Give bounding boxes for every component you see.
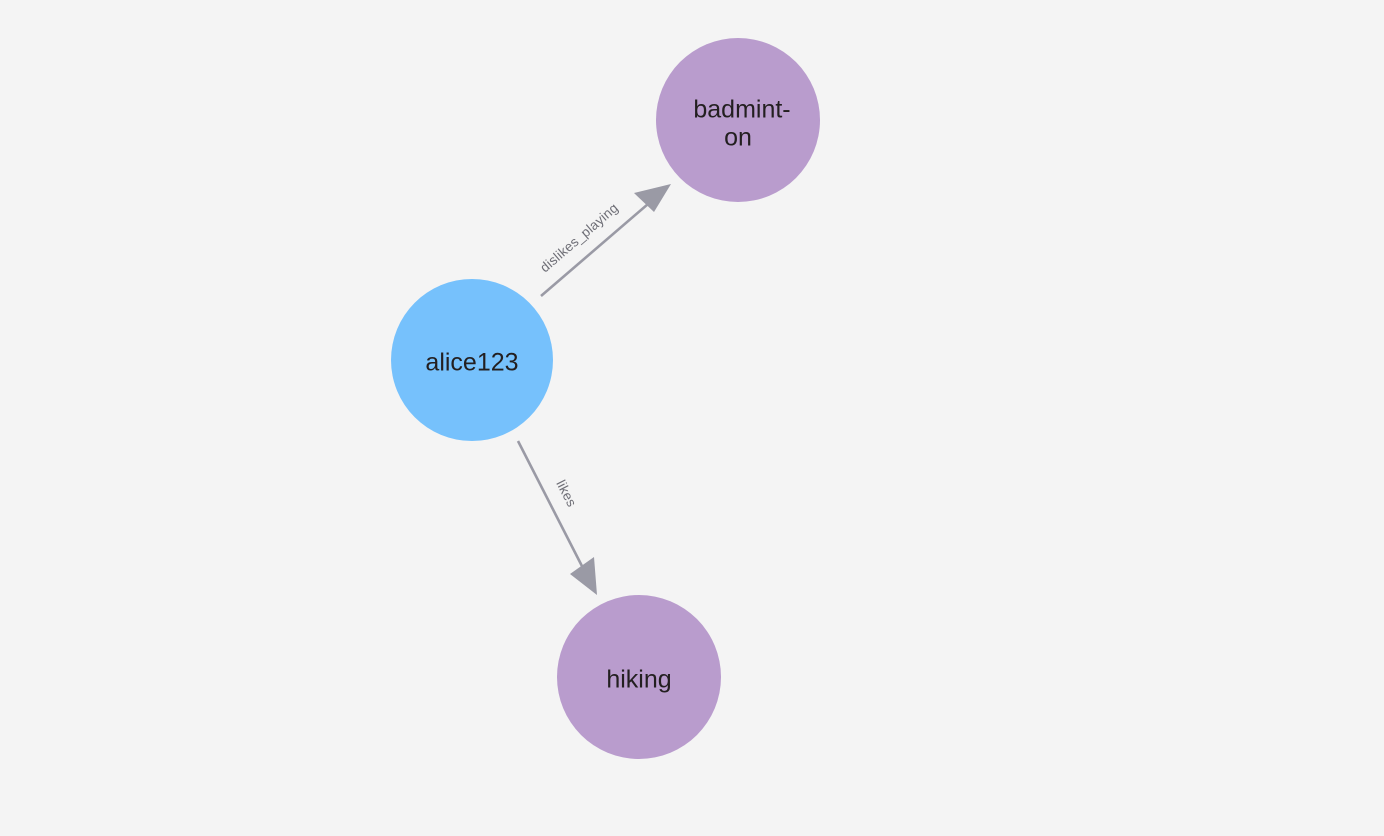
edge-alice123-badminton[interactable]: dislikes_playing — [537, 184, 671, 297]
node-label-alice123: alice123 — [425, 349, 518, 377]
node-label-badminton-line2: on — [724, 124, 752, 152]
edge-line-likes — [516, 440, 587, 573]
node-alice123[interactable]: alice123 — [391, 279, 553, 441]
node-circle-hiking[interactable] — [557, 595, 721, 759]
arrowhead-icon — [570, 557, 597, 595]
edge-line-dislikes-playing — [540, 197, 656, 297]
arrowhead-icon — [634, 184, 671, 212]
node-label-badminton-line1: badmint- — [693, 96, 790, 124]
edge-label-likes: likes — [553, 478, 579, 510]
node-label-hiking: hiking — [606, 666, 671, 694]
node-circle-alice123[interactable] — [391, 279, 553, 441]
node-circle-badminton[interactable] — [656, 38, 820, 202]
node-hiking[interactable]: hiking — [557, 595, 721, 759]
edge-alice123-hiking[interactable]: likes — [516, 440, 597, 595]
node-badminton[interactable]: badmint- on — [656, 38, 820, 202]
